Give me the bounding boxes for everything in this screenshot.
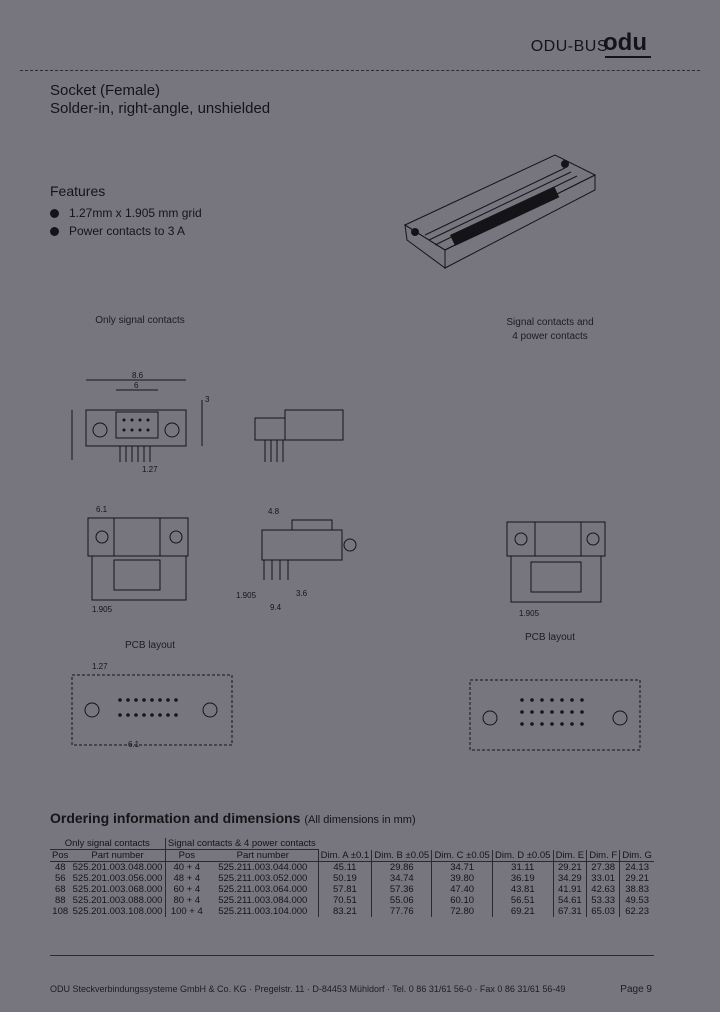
- pcb-layout-right-drawing: [469, 679, 641, 751]
- ordering-note: (All dimensions in mm): [304, 814, 416, 826]
- logo-text: odu: [603, 29, 647, 56]
- col-dim-f: Dim. F: [586, 849, 620, 862]
- svg-text:6.1: 6.1: [96, 505, 108, 514]
- right-caption-2: 4 power contacts: [512, 331, 588, 342]
- svg-text:6.1: 6.1: [128, 740, 140, 749]
- col-pos-2: Pos: [164, 849, 208, 862]
- footer-address: ODU Steckverbindungssysteme GmbH & Co. K…: [50, 984, 566, 994]
- features-heading: Features: [50, 183, 106, 199]
- feature-item: 1.27mm x 1.905 mm grid: [50, 204, 202, 222]
- col-dim-b: Dim. B ±0.05: [371, 849, 432, 862]
- svg-text:9.4: 9.4: [270, 603, 282, 612]
- svg-text:1.27: 1.27: [92, 662, 108, 671]
- side-view-drawing: [254, 409, 344, 462]
- pcb-layout-right: PCB layout: [524, 632, 576, 643]
- col-dim-c: Dim. C ±0.05: [431, 849, 493, 862]
- table-header-row: Pos Part number Pos Part number Dim. A ±…: [50, 849, 654, 862]
- pcb-layout-left-drawing: 1.27 6.1: [71, 662, 233, 749]
- title-line-2: Solder-in, right-angle, unshielded: [50, 100, 271, 117]
- bullet-icon: [50, 226, 59, 236]
- pcb-layout-left: PCB layout: [124, 640, 176, 651]
- connector-3d-image: [403, 154, 597, 269]
- group-signal-header: Only signal contacts: [50, 838, 166, 850]
- ordering-heading: Ordering information and dimensions (All…: [50, 810, 416, 826]
- ordering-table: Only signal contacts Signal contacts & 4…: [50, 838, 654, 917]
- group-power-header: Signal contacts & 4 power contacts: [164, 838, 319, 850]
- col-dim-g: Dim. G: [619, 849, 654, 862]
- bullet-icon: [50, 208, 59, 218]
- svg-text:1.905: 1.905: [236, 591, 257, 600]
- feature-item: Power contacts to 3 A: [50, 222, 202, 240]
- odu-logo: odu: [603, 29, 651, 58]
- features-list: 1.27mm x 1.905 mm grid Power contacts to…: [50, 204, 202, 240]
- side-detail-drawing: 1.905 9.4 3.6 4.8: [236, 507, 357, 612]
- col-dim-d: Dim. D ±0.05: [491, 849, 554, 862]
- svg-text:1.27: 1.27: [142, 465, 158, 474]
- header-rule: [20, 70, 700, 71]
- svg-text:4.8: 4.8: [268, 507, 280, 516]
- col-dim-a: Dim. A ±0.1: [317, 849, 372, 862]
- col-part: Part number: [70, 849, 166, 862]
- title-line-1: Socket (Female): [50, 82, 161, 99]
- col-dim-e: Dim. E: [552, 849, 587, 862]
- page-number: Page 9: [620, 984, 652, 995]
- product-title: Socket (Female) Solder-in, right-angle, …: [50, 82, 270, 118]
- svg-text:6: 6: [134, 381, 139, 390]
- col-part-2: Part number: [207, 849, 319, 862]
- svg-text:3: 3: [205, 395, 210, 404]
- table-group-row: Only signal contacts Signal contacts & 4…: [50, 838, 654, 850]
- left-caption: Only signal contacts: [95, 315, 185, 326]
- power-top-view-drawing: 1.905: [506, 521, 606, 618]
- col-pos: Pos: [50, 849, 71, 862]
- svg-text:3.6: 3.6: [296, 589, 308, 598]
- svg-text:1.905: 1.905: [519, 609, 540, 618]
- right-caption-1: Signal contacts and: [506, 317, 594, 328]
- brand-title: ODU-BUS: [530, 38, 608, 55]
- table-bottom-rule: [50, 955, 654, 956]
- front-view-drawing: 8.6 6 1.27 3: [71, 371, 210, 474]
- top-view-drawing: 1.905 6.1: [87, 505, 189, 614]
- svg-text:1.905: 1.905: [92, 605, 113, 614]
- svg-text:8.6: 8.6: [132, 371, 144, 380]
